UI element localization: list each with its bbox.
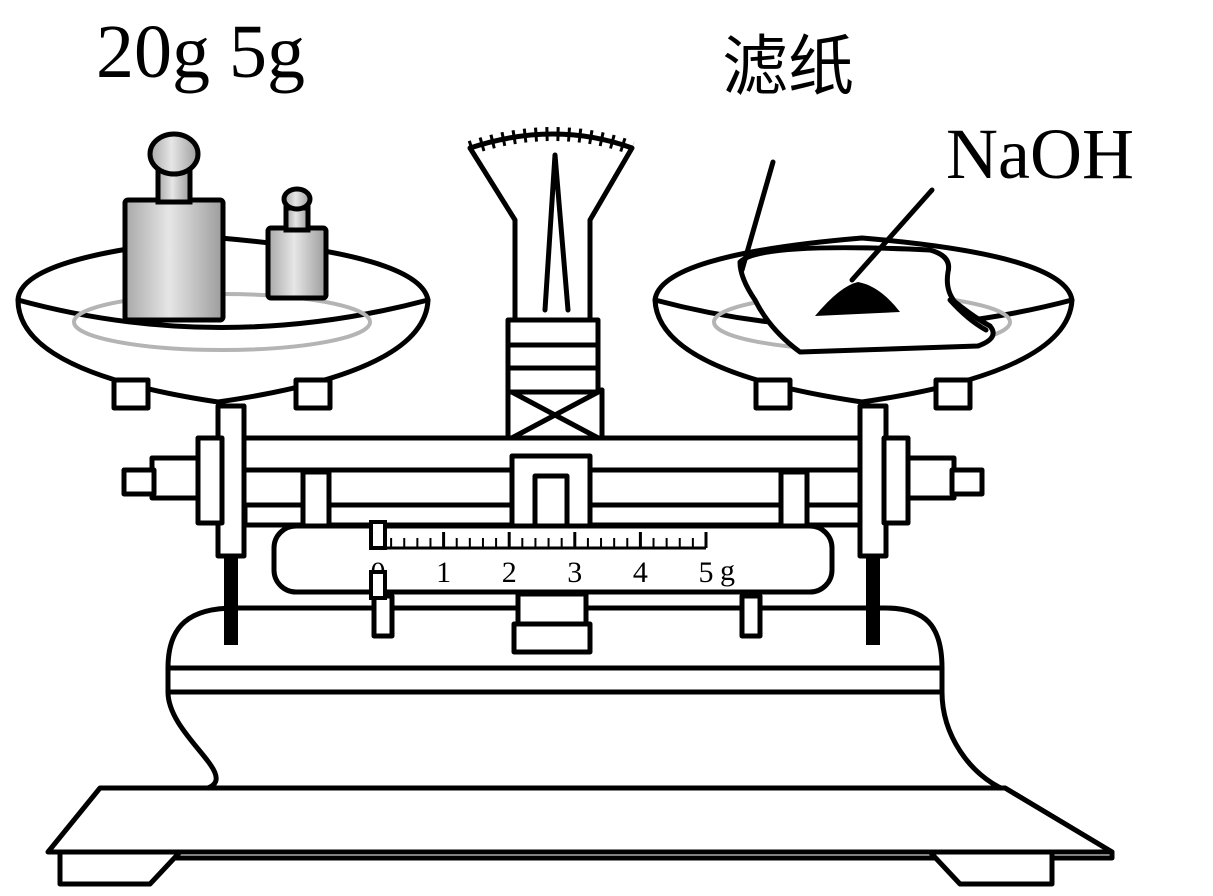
scale-unit-label: g (720, 554, 735, 587)
scale-tick-label: 1 (436, 556, 451, 589)
weight-5g (265, 186, 329, 301)
balance-beam (237, 435, 883, 655)
filter-paper-label: 滤纸 (722, 28, 854, 105)
rider-upper (369, 520, 387, 550)
filter-paper-pointer (739, 159, 776, 273)
weight-20g (122, 131, 226, 323)
scale-tick-label: 2 (502, 556, 517, 589)
beam-scale: 012345g (271, 520, 835, 600)
scale-tick-label: 4 (633, 556, 648, 589)
scale-tick-label: 3 (567, 556, 582, 589)
scale-tick-label: 5 (699, 556, 714, 589)
balance-base (45, 605, 1115, 887)
naoh-label: NaOH (946, 114, 1134, 194)
rider-lower (369, 570, 387, 600)
naoh-powder (815, 282, 900, 316)
weights-label: 20g 5g (96, 10, 305, 94)
naoh-pointer (849, 187, 935, 283)
pointer-column (467, 127, 635, 443)
